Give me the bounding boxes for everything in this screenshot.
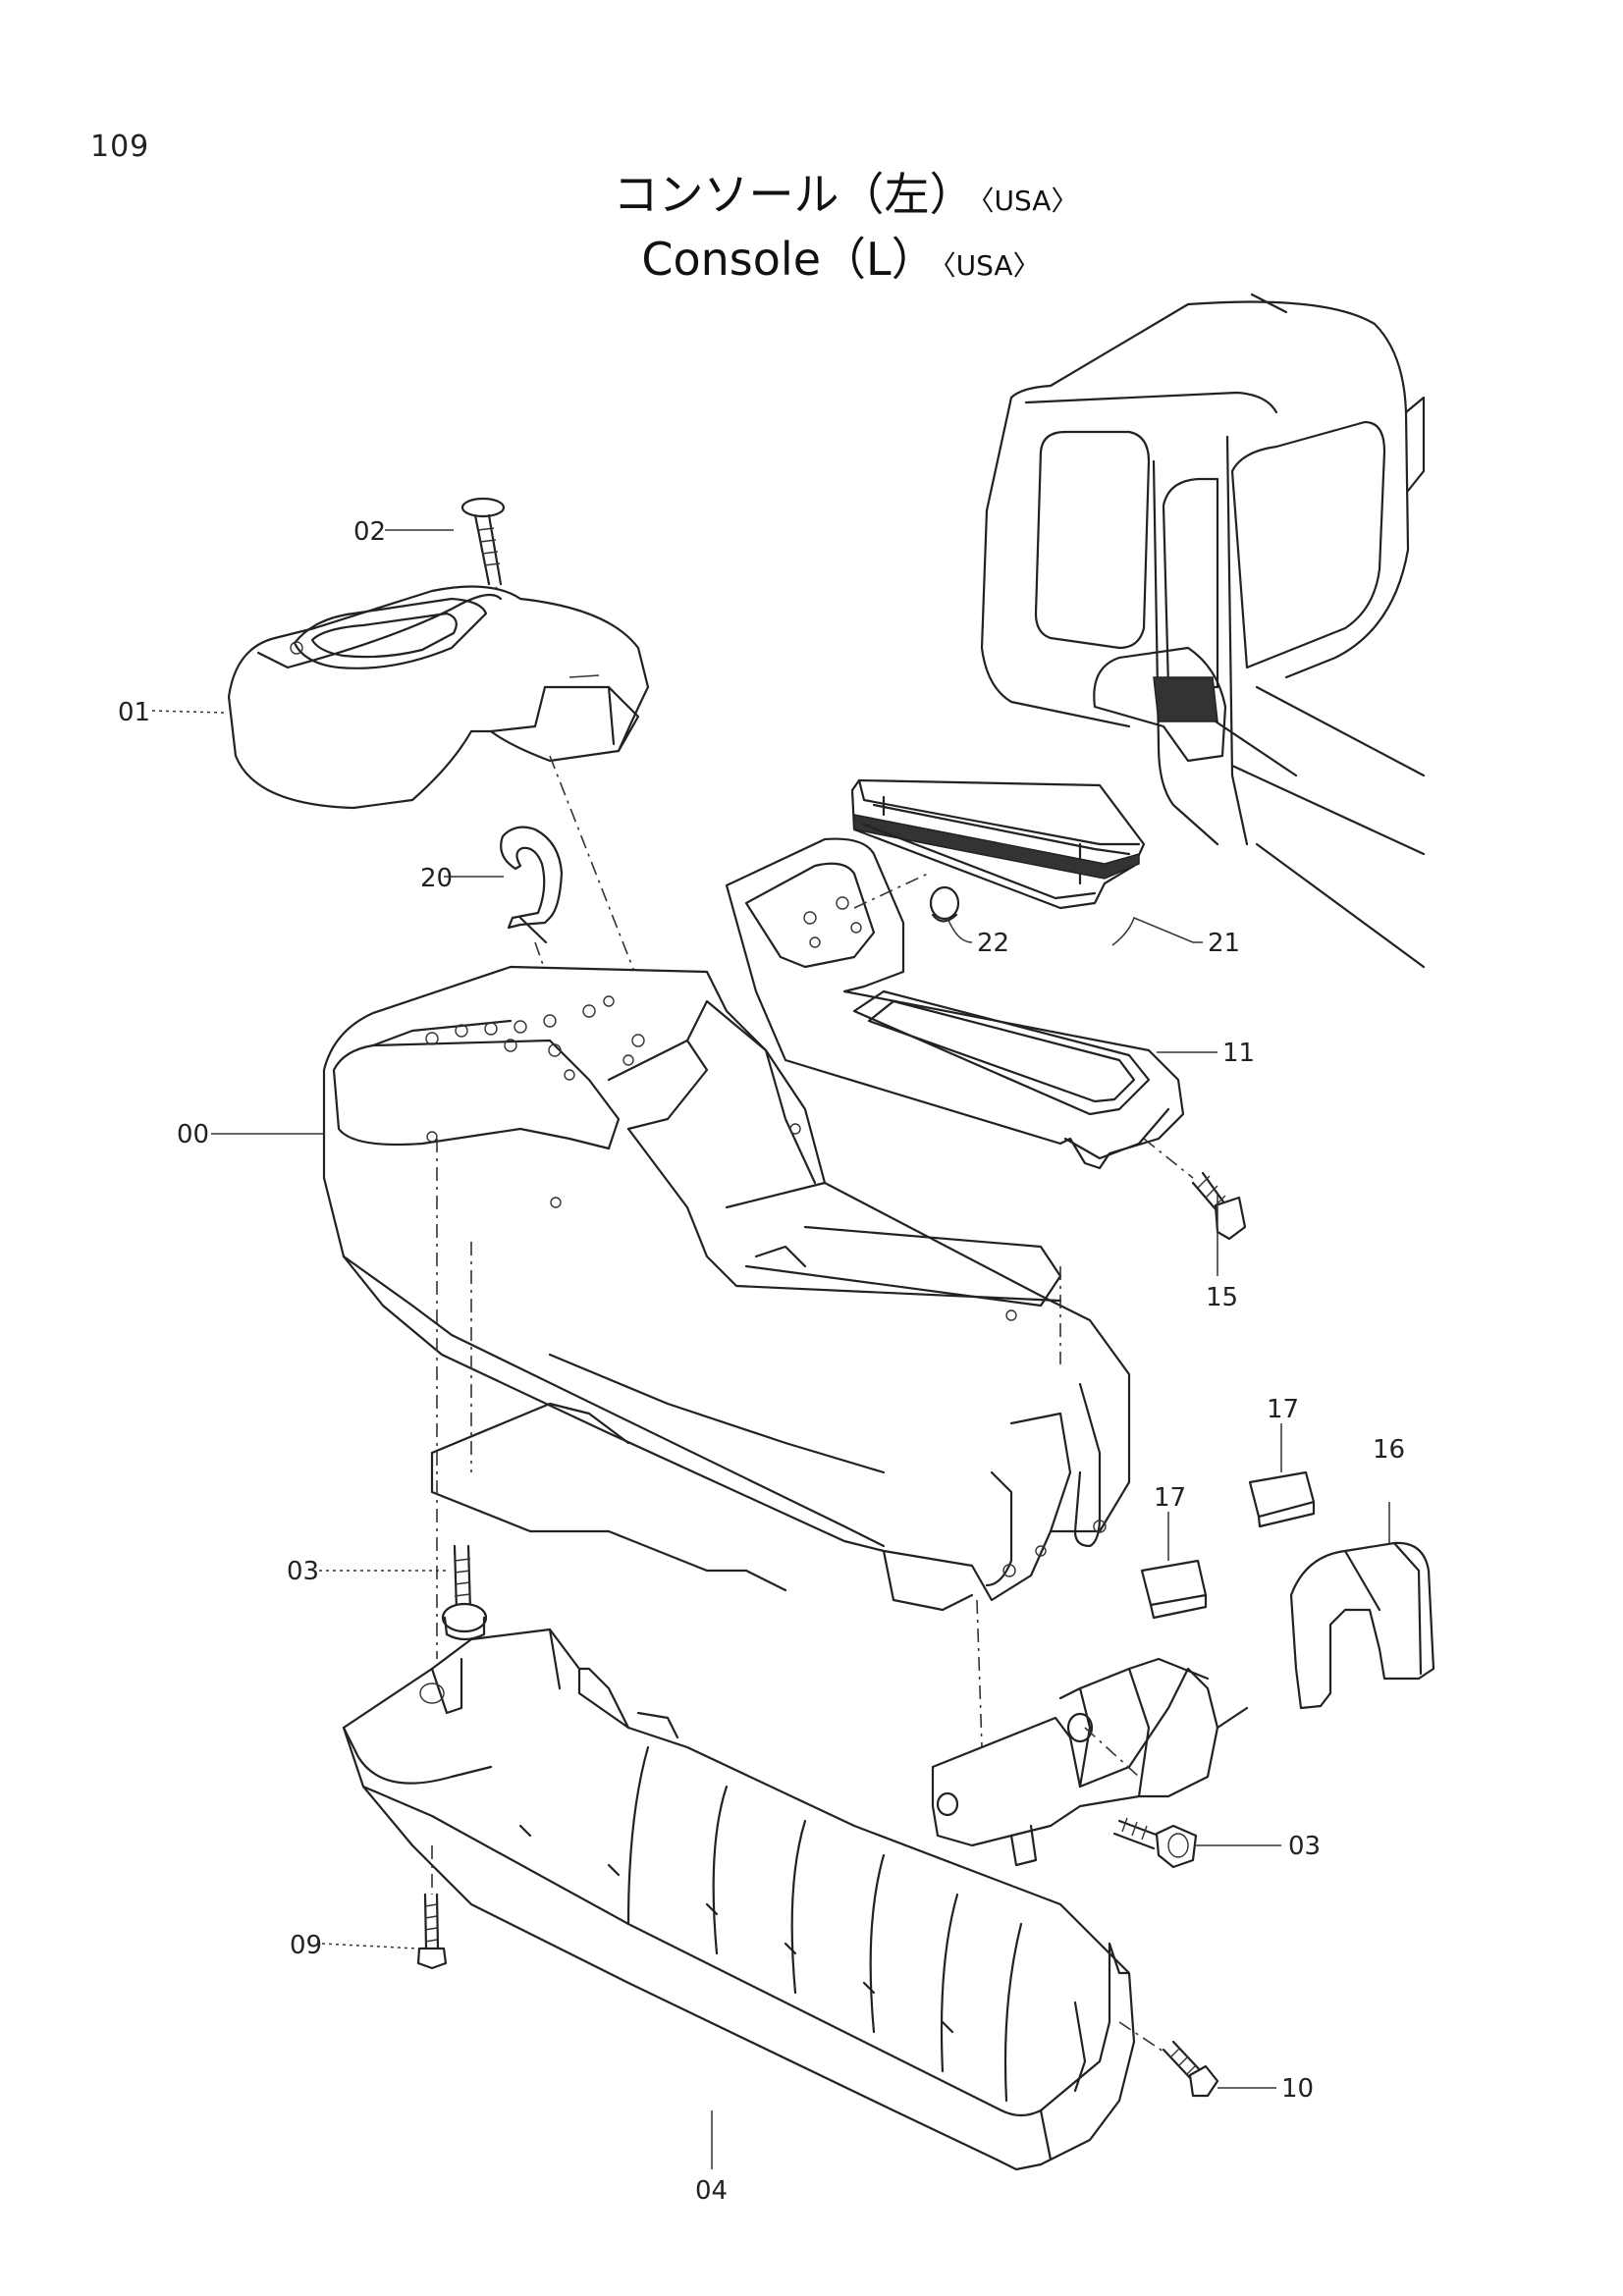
part-01-upper-cover (227, 585, 650, 810)
callout-17-lower: 17 (1154, 1483, 1186, 1513)
console-top-holes (425, 995, 1017, 1321)
callout-04: 04 (695, 2176, 728, 2206)
part-02-screw (460, 497, 512, 610)
callout-21: 21 (1208, 929, 1240, 958)
callout-02: 02 (353, 517, 386, 547)
callout-15: 15 (1206, 1283, 1238, 1312)
hinge-bracket (931, 1657, 1249, 1867)
part-17-pad-upper (1248, 1470, 1316, 1528)
title-japanese-line: コンソール（左）〈USA〉 (0, 162, 1623, 227)
cab-reference-drawing (980, 293, 1426, 969)
part-15-bolt (1143, 1138, 1247, 1241)
callout-00: 00 (177, 1120, 209, 1149)
title-variant-tag-japanese: 〈USA〉 (980, 185, 1079, 217)
title-variant-tag-english: 〈USA〉 (942, 249, 1041, 282)
part-21-tray (850, 778, 1146, 910)
part-16-grip-cover (1289, 1541, 1435, 1710)
callout-01: 01 (118, 698, 150, 727)
part-11-armrest-frame (725, 837, 1185, 1170)
part-17-pad-lower (1140, 1559, 1208, 1620)
callout-22: 22 (977, 929, 1009, 958)
callout-03-upper: 03 (287, 1557, 319, 1586)
part-00-console-body (322, 965, 1131, 1748)
title-japanese: コンソール（左） (613, 168, 975, 221)
part-04-under-cover (342, 1628, 1136, 2171)
leader-lines (151, 529, 1390, 2169)
part-03-bolt-lower (1112, 1817, 1198, 1869)
part-03-bolt-upper (441, 1544, 488, 1641)
callout-10: 10 (1281, 2074, 1314, 2104)
title-english: Console（L） (641, 233, 937, 286)
callout-11: 11 (1222, 1039, 1255, 1068)
callout-labels: 00 01 02 03 03 04 09 10 11 15 16 17 17 2… (118, 517, 1405, 2206)
part-09-screw (416, 1845, 448, 1970)
page-number: 109 (90, 130, 150, 164)
callout-03-lower: 03 (1288, 1832, 1321, 1861)
title-english-line: Console（L）〈USA〉 (0, 227, 1623, 292)
callout-16: 16 (1373, 1435, 1405, 1465)
title-block: コンソール（左）〈USA〉 Console（L）〈USA〉 (0, 162, 1623, 292)
part-22-cap (929, 885, 960, 923)
callout-20: 20 (420, 864, 453, 893)
part-10-bolt (1118, 2021, 1219, 2098)
callout-09: 09 (290, 1931, 322, 1960)
callout-17-upper: 17 (1267, 1395, 1299, 1424)
